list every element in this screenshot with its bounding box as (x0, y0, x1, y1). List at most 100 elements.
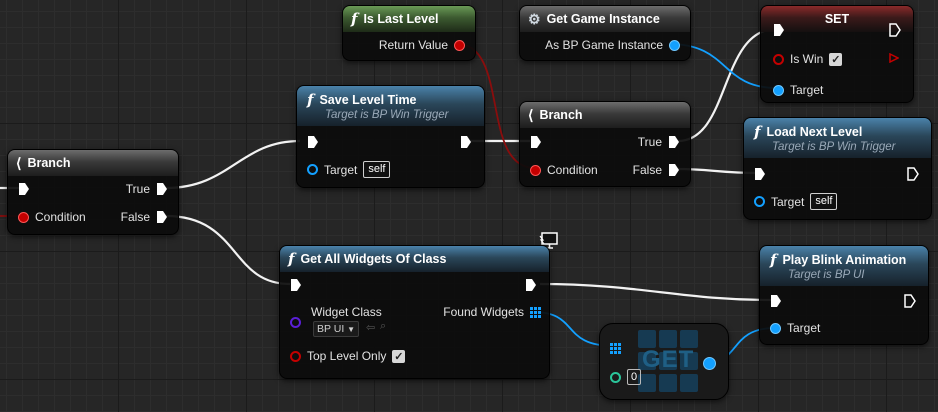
chevron-down-icon: ▼ (347, 325, 356, 334)
browse-arrow-icon[interactable]: ⇦ (366, 322, 376, 334)
pin-label: True (125, 182, 150, 196)
object-pin-icon[interactable] (307, 164, 318, 175)
is-win-checkbox[interactable]: ✓ (829, 52, 843, 66)
object-pin-icon[interactable] (669, 39, 680, 51)
array-pin-icon[interactable] (530, 306, 541, 318)
node-header: SET (761, 6, 913, 32)
bool-pin-icon[interactable] (454, 39, 465, 51)
bool-pin-icon[interactable] (18, 211, 29, 223)
integer-pin-icon[interactable] (610, 371, 621, 383)
pin-widget-class-label: Widget Class (311, 305, 382, 319)
search-icon[interactable]: ⌕ (380, 320, 387, 332)
exec-out-pin[interactable] (525, 278, 537, 292)
exec-out-pin[interactable] (156, 210, 168, 224)
exec-in-pin[interactable] (307, 135, 319, 149)
pin-label: Target (790, 83, 824, 97)
node-branch-left[interactable]: ⟨ Branch True Condition False (7, 149, 179, 235)
array-pin-icon[interactable] (610, 343, 621, 354)
exec-in-pin[interactable] (754, 167, 766, 181)
function-icon: f (288, 250, 295, 268)
pin-target[interactable]: Target (773, 83, 823, 97)
node-subtitle: Target is BP UI (788, 269, 865, 281)
pin-label: True (637, 135, 662, 149)
target-self-value[interactable]: self (363, 161, 391, 178)
node-array-get[interactable]: GET 0 (599, 323, 729, 400)
exec-in-pin[interactable] (290, 278, 302, 292)
pin-true[interactable]: True (638, 135, 680, 149)
pin-target[interactable]: Target self (754, 193, 838, 210)
node-is-last-level[interactable]: f Is Last Level Return Value (342, 5, 476, 61)
exec-out-pin[interactable] (668, 135, 680, 149)
bool-pin-icon[interactable] (530, 164, 541, 176)
pin-label: False (632, 163, 662, 177)
pin-is-win[interactable]: Is Win ✓ (773, 52, 843, 66)
bool-pin-icon[interactable] (773, 53, 784, 65)
target-self-value[interactable]: self (810, 193, 838, 210)
pin-label: Condition (35, 210, 86, 224)
bool-out-pin-icon[interactable] (889, 53, 899, 63)
node-title: Is Last Level (363, 12, 439, 26)
object-out-pin-icon[interactable] (703, 357, 716, 370)
node-get-all-widgets-of-class[interactable]: f Get All Widgets Of Class Widget Class … (279, 245, 550, 379)
node-title: Save Level Time (319, 93, 417, 107)
pin-label: Return Value (378, 38, 448, 52)
pin-target[interactable]: Target (770, 321, 820, 335)
exec-out-pin[interactable] (156, 182, 168, 196)
node-header: f Play Blink Animation Target is BP UI (760, 246, 928, 286)
node-title: SET (824, 12, 850, 26)
node-set[interactable]: SET Is Win ✓ Target (760, 5, 914, 103)
object-pin-icon[interactable] (773, 84, 784, 96)
node-play-blink-animation[interactable]: f Play Blink Animation Target is BP UI Ta… (759, 245, 929, 345)
branch-icon: ⟨ (528, 106, 534, 123)
node-header: f Is Last Level (343, 6, 475, 32)
exec-out-pin[interactable] (460, 135, 472, 149)
pin-top-level-only[interactable]: Top Level Only ✓ (290, 349, 406, 363)
top-level-only-checkbox[interactable]: ✓ (392, 349, 406, 363)
node-header: ⚙ Get Game Instance (520, 6, 690, 32)
pin-true[interactable]: True (126, 182, 168, 196)
exec-in-pin[interactable] (770, 294, 782, 308)
exec-in-pin[interactable] (18, 182, 30, 196)
pin-condition[interactable]: Condition (18, 210, 86, 224)
exec-out-pin[interactable] (889, 23, 901, 37)
pin-as-bp-game-instance[interactable]: As BP Game Instance (545, 38, 680, 52)
branch-icon: ⟨ (16, 154, 22, 171)
pin-label: False (120, 210, 150, 224)
pin-condition[interactable]: Condition (530, 163, 598, 177)
pin-target[interactable]: Target self (307, 161, 391, 178)
exec-wire-branch-true-to-set (677, 27, 777, 143)
pin-found-widgets[interactable]: Found Widgets (443, 305, 541, 319)
bool-pin-icon[interactable] (290, 350, 301, 362)
object-pin-icon[interactable] (754, 196, 765, 207)
node-branch-middle[interactable]: ⟨ Branch True Condition False (519, 101, 691, 187)
object-pin-icon[interactable] (770, 322, 781, 334)
exec-wire-false-to-getall (165, 214, 291, 286)
class-pin-icon[interactable] (290, 317, 301, 328)
pin-return-value[interactable]: Return Value (379, 38, 465, 52)
function-icon: f (351, 10, 358, 28)
exec-in-pin[interactable] (530, 135, 542, 149)
pin-label: As BP Game Instance (545, 38, 663, 52)
node-subtitle: Target is BP Win Trigger (325, 109, 449, 121)
function-icon: f (770, 251, 777, 269)
pin-label: Found Widgets (443, 305, 524, 319)
exec-out-pin[interactable] (668, 163, 680, 177)
node-title: Play Blink Animation (782, 253, 907, 267)
widget-class-dropdown[interactable]: BP UI ▼ (313, 321, 360, 337)
array-grid-icon (638, 330, 698, 392)
exec-out-pin[interactable] (907, 167, 919, 181)
function-icon: f (754, 123, 761, 141)
pin-false[interactable]: False (633, 163, 680, 177)
pin-label: Top Level Only (307, 349, 387, 363)
node-header: ⟨ Branch (8, 150, 178, 176)
pin-index[interactable]: 0 (610, 369, 642, 385)
node-title: Get All Widgets Of Class (300, 252, 447, 266)
index-value[interactable]: 0 (627, 369, 642, 385)
exec-out-pin[interactable] (904, 294, 916, 308)
node-get-game-instance[interactable]: ⚙ Get Game Instance As BP Game Instance (519, 5, 691, 61)
exec-in-pin[interactable] (773, 23, 785, 37)
pin-false[interactable]: False (121, 210, 168, 224)
